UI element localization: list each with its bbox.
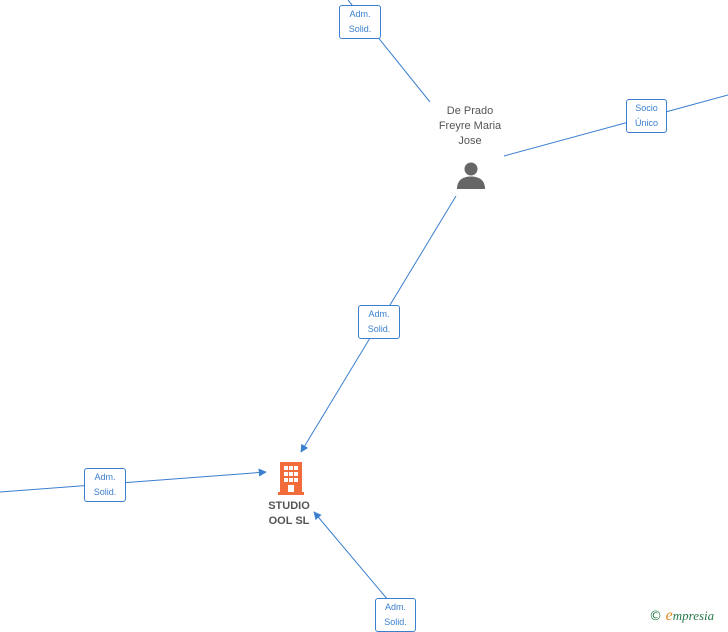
company-name-line: OOL SL xyxy=(268,515,310,527)
relation-tag-top[interactable]: Adm. Solid. xyxy=(339,5,381,39)
relation-tag-line: Socio xyxy=(635,103,658,113)
person-name-line: De Prado xyxy=(446,105,494,117)
person-name-line: Jose xyxy=(458,135,482,147)
relation-tag-person-company[interactable]: Adm. Solid. xyxy=(358,305,400,339)
relation-tag-right[interactable]: Socio Único xyxy=(626,99,667,133)
copyright-symbol: © xyxy=(649,609,662,624)
edge-left-to-company xyxy=(0,468,267,493)
relation-tag-bottom[interactable]: Adm. Solid. xyxy=(375,598,416,632)
company-building-icon[interactable] xyxy=(276,460,306,496)
brand-initial: e xyxy=(665,607,673,624)
relation-tag-line: Solid. xyxy=(367,324,391,334)
edge-right-to-person xyxy=(503,94,728,157)
relation-tag-line: Adm. xyxy=(368,309,390,319)
company-name-line: STUDIO xyxy=(268,500,310,512)
relation-tag-line: Solid. xyxy=(348,24,372,34)
company-name[interactable]: STUDIO OOL SL xyxy=(244,499,334,529)
person-name[interactable]: De Prado Freyre Maria Jose xyxy=(420,104,520,149)
relation-tag-line: Adm. xyxy=(384,602,406,612)
relation-tag-line: Solid. xyxy=(93,487,117,497)
relation-tag-line: Único xyxy=(634,118,658,128)
empresia-logo: © empresia xyxy=(649,607,714,625)
brand-name: mpresia xyxy=(672,608,715,623)
edge-bottom-to-company xyxy=(313,511,389,601)
relation-tag-left[interactable]: Adm. Solid. xyxy=(84,468,126,502)
person-name-line: Freyre Maria xyxy=(438,120,502,132)
relation-tag-line: Adm. xyxy=(94,472,116,482)
relation-tag-line: Adm. xyxy=(349,9,371,19)
person-icon[interactable] xyxy=(456,160,486,190)
relation-tag-line: Solid. xyxy=(384,617,407,627)
